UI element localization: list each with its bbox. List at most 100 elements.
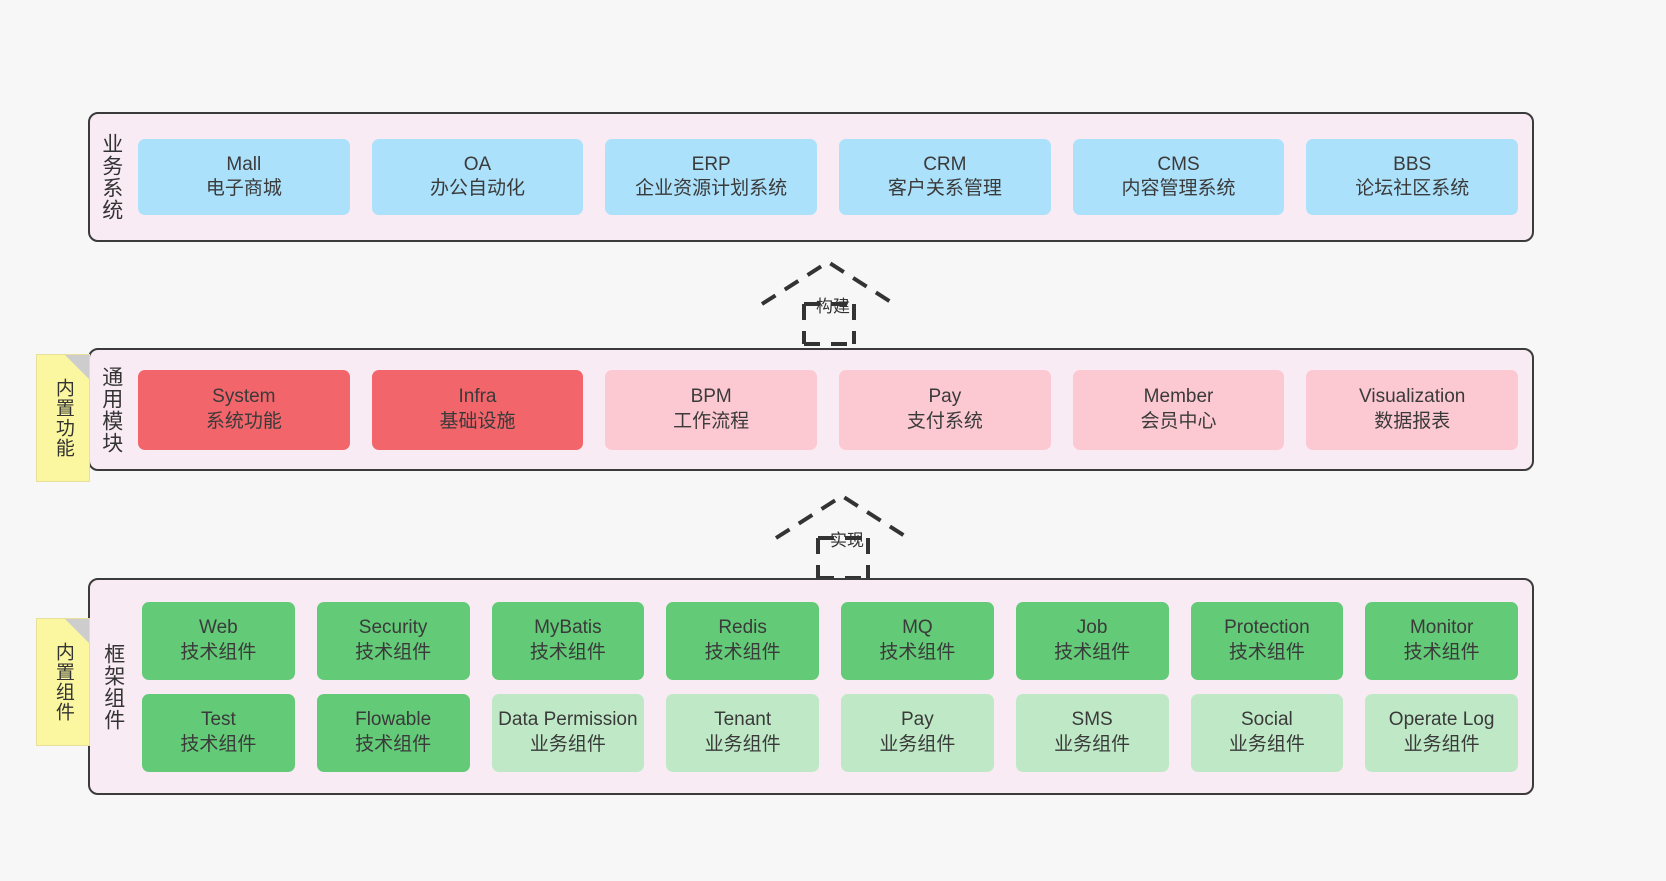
- connector-build-label: 构建: [816, 297, 850, 316]
- layer-business-systems: 业务系统 Mall 电子商城 OA 办公自动化 ERP 企业资源计划系统 CRM…: [88, 112, 1534, 242]
- node-cms[interactable]: CMS 内容管理系统: [1072, 139, 1285, 215]
- node-subtitle: 论坛社区系统: [1355, 178, 1470, 199]
- node-title: CRM: [923, 153, 967, 175]
- node-title: Monitor: [1409, 617, 1474, 639]
- node-bpm[interactable]: BPM 工作流程: [605, 369, 818, 450]
- node-subtitle: 技术组件: [704, 641, 781, 663]
- node-monitor[interactable]: Monitor 技术组件: [1365, 601, 1518, 680]
- node-subtitle: 业务组件: [1403, 733, 1480, 755]
- node-subtitle: 办公自动化: [430, 178, 526, 199]
- node-title: Test: [200, 709, 236, 731]
- node-web[interactable]: Web 技术组件: [142, 601, 295, 680]
- node-system[interactable]: System 系统功能: [138, 369, 350, 450]
- node-title: Flowable: [355, 709, 432, 731]
- layer-common-modules: 通用模块 System 系统功能 Infra 基础设施 BPM 工作流程 Pay…: [88, 348, 1534, 471]
- node-title: BBS: [1393, 153, 1432, 175]
- layer-body-framework-components: Web 技术组件 Security 技术组件 MyBatis 技术组件 Redi…: [136, 580, 1532, 793]
- node-subtitle: 技术组件: [355, 733, 432, 755]
- row-technical-components: Web 技术组件 Security 技术组件 MyBatis 技术组件 Redi…: [142, 601, 1518, 680]
- node-subtitle: 技术组件: [355, 641, 432, 663]
- node-subtitle: 业务组件: [704, 733, 781, 755]
- node-title: Tenant: [714, 709, 772, 731]
- node-subtitle: 业务组件: [1054, 733, 1131, 755]
- node-security[interactable]: Security 技术组件: [316, 601, 470, 680]
- node-redis[interactable]: Redis 技术组件: [666, 601, 819, 680]
- node-title: Redis: [718, 617, 767, 639]
- node-infra[interactable]: Infra 基础设施: [371, 369, 584, 450]
- node-bbs[interactable]: BBS 论坛社区系统: [1306, 139, 1519, 215]
- node-pay-module[interactable]: Pay 支付系统: [839, 369, 1051, 450]
- node-title: Mall: [226, 153, 262, 175]
- node-subtitle: 技术组件: [1403, 641, 1480, 663]
- node-subtitle: 电子商城: [205, 178, 282, 199]
- node-title: MyBatis: [534, 617, 602, 639]
- layer-title-framework-components: 框架组件: [101, 642, 125, 731]
- node-subtitle: 技术组件: [879, 641, 956, 663]
- node-subtitle: 客户关系管理: [887, 178, 1002, 199]
- node-title: CMS: [1157, 153, 1200, 175]
- layer-body-business-systems: Mall 电子商城 OA 办公自动化 ERP 企业资源计划系统 CRM 客户关系…: [132, 114, 1532, 240]
- node-title: MQ: [902, 617, 933, 639]
- node-subtitle: 技术组件: [1054, 641, 1131, 663]
- row-business-components: Test 技术组件 Flowable 技术组件 Data Permission …: [142, 693, 1518, 772]
- note-builtin-components: 内置组件: [36, 618, 90, 746]
- note-label: 内置组件: [52, 642, 74, 722]
- node-title: Visualization: [1359, 386, 1466, 408]
- node-protection[interactable]: Protection 技术组件: [1190, 601, 1344, 680]
- node-title: Security: [358, 617, 428, 639]
- node-subtitle: 业务组件: [1228, 733, 1305, 755]
- note-builtin-functions: 内置功能: [36, 354, 90, 482]
- node-title: Job: [1076, 617, 1108, 639]
- node-title: Pay: [928, 386, 962, 408]
- node-subtitle: 支付系统: [906, 410, 983, 432]
- node-oa[interactable]: OA 办公自动化: [371, 139, 584, 215]
- row-common-modules: System 系统功能 Infra 基础设施 BPM 工作流程 Pay 支付系统…: [138, 369, 1519, 450]
- node-subtitle: 企业资源计划系统: [635, 178, 788, 199]
- node-subtitle: 会员中心: [1140, 410, 1217, 432]
- layer-title-business-systems: 业务系统: [99, 133, 123, 221]
- layer-body-common-modules: System 系统功能 Infra 基础设施 BPM 工作流程 Pay 支付系统…: [132, 350, 1532, 469]
- node-social[interactable]: Social 业务组件: [1190, 693, 1344, 772]
- note-label: 内置功能: [52, 378, 74, 458]
- node-title: Member: [1143, 386, 1214, 408]
- node-mq[interactable]: MQ 技术组件: [841, 601, 994, 680]
- node-mybatis[interactable]: MyBatis 技术组件: [491, 601, 645, 680]
- node-title: Infra: [458, 386, 497, 408]
- node-subtitle: 技术组件: [180, 733, 257, 755]
- node-title: ERP: [691, 153, 731, 175]
- connector-build: 构建: [752, 256, 912, 348]
- node-subtitle: 技术组件: [180, 641, 257, 663]
- connector-implement: 实现: [766, 490, 926, 582]
- node-erp[interactable]: ERP 企业资源计划系统: [605, 139, 818, 215]
- node-title: System: [212, 386, 276, 408]
- node-job[interactable]: Job 技术组件: [1015, 601, 1169, 680]
- node-title: BPM: [690, 386, 732, 408]
- node-title: OA: [463, 153, 492, 175]
- connector-implement-label: 实现: [830, 531, 864, 550]
- layer-framework-components: 框架组件 Web 技术组件 Security 技术组件 MyBatis 技术组件…: [88, 578, 1534, 795]
- node-subtitle: 数据报表: [1374, 410, 1451, 432]
- node-member[interactable]: Member 会员中心: [1072, 369, 1285, 450]
- node-visualization[interactable]: Visualization 数据报表: [1306, 369, 1519, 450]
- node-test[interactable]: Test 技术组件: [142, 693, 295, 772]
- node-subtitle: 业务组件: [529, 733, 606, 755]
- row-business-systems: Mall 电子商城 OA 办公自动化 ERP 企业资源计划系统 CRM 客户关系…: [138, 139, 1519, 215]
- node-sms[interactable]: SMS 业务组件: [1015, 693, 1169, 772]
- node-tenant[interactable]: Tenant 业务组件: [666, 693, 819, 772]
- node-title: Operate Log: [1388, 709, 1495, 731]
- node-subtitle: 基础设施: [439, 410, 516, 432]
- node-flowable[interactable]: Flowable 技术组件: [316, 693, 470, 772]
- node-data-permission[interactable]: Data Permission 业务组件: [491, 693, 645, 772]
- node-title: Pay: [901, 709, 934, 731]
- node-title: Web: [199, 617, 238, 639]
- node-subtitle: 内容管理系统: [1121, 178, 1236, 199]
- node-operate-log[interactable]: Operate Log 业务组件: [1365, 693, 1518, 772]
- node-crm[interactable]: CRM 客户关系管理: [839, 139, 1051, 215]
- node-mall[interactable]: Mall 电子商城: [138, 139, 350, 215]
- node-subtitle: 业务组件: [879, 733, 956, 755]
- node-title: Data Permission: [498, 709, 638, 731]
- node-pay-component[interactable]: Pay 业务组件: [841, 693, 994, 772]
- node-title: Social: [1241, 709, 1293, 731]
- node-subtitle: 技术组件: [529, 641, 606, 663]
